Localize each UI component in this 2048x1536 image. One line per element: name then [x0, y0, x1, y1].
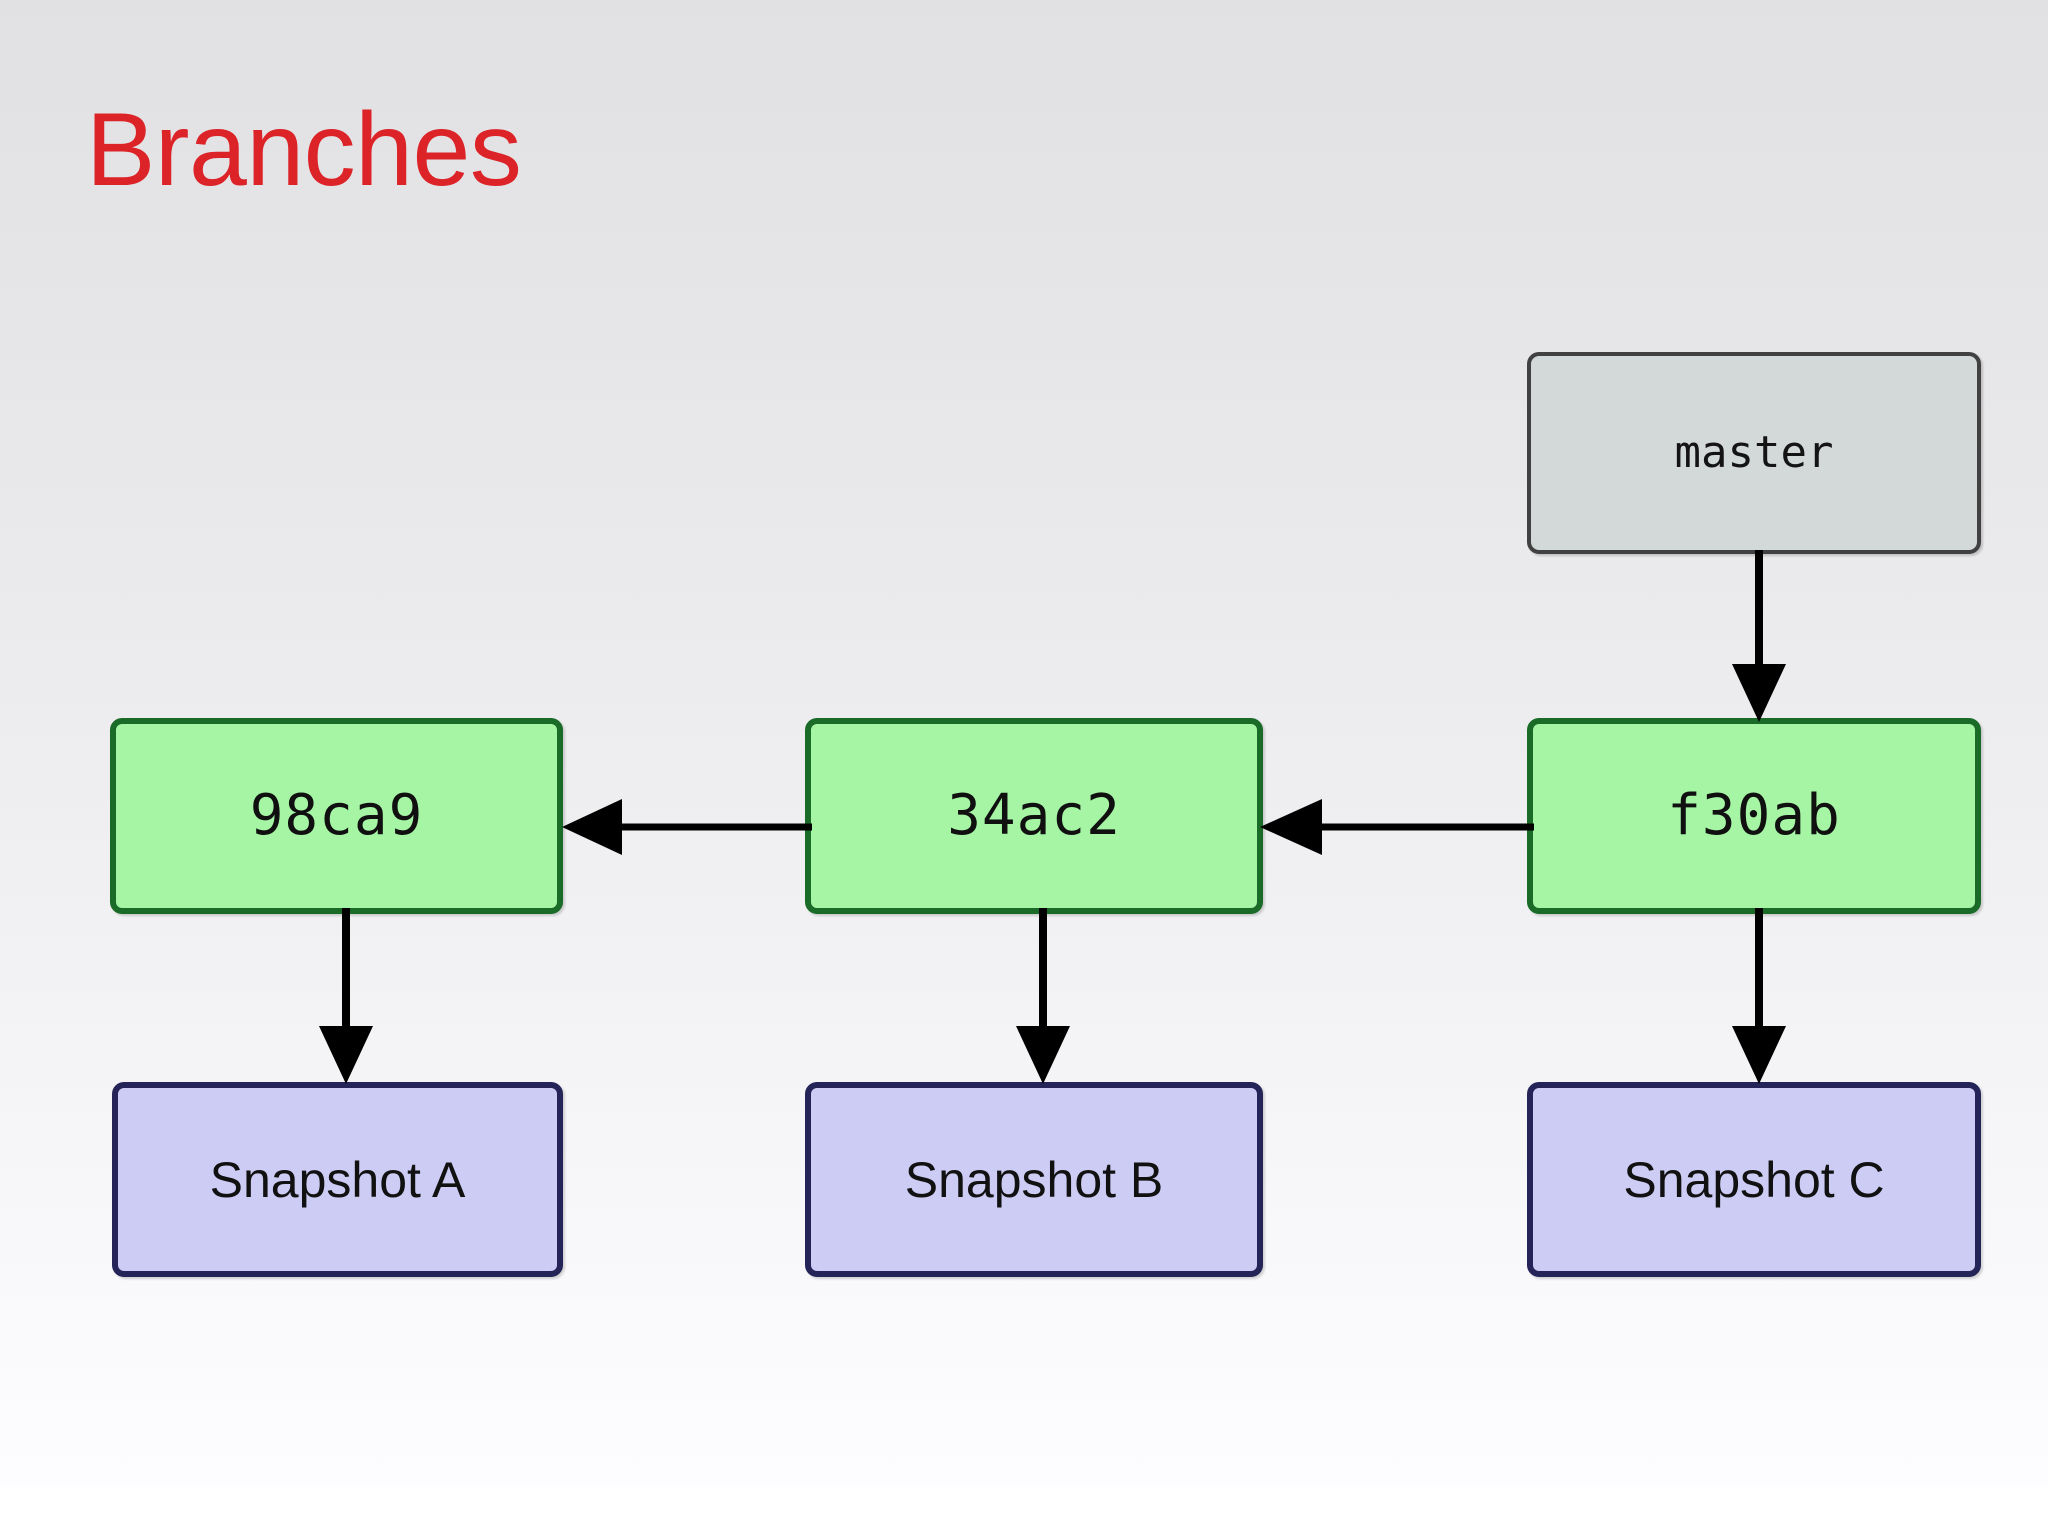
arrow-master-to-f30ab: [1724, 550, 1794, 724]
snapshot-label: Snapshot C: [1623, 1151, 1885, 1208]
branch-ref-label: master: [1674, 427, 1834, 478]
snapshot-node-b[interactable]: Snapshot B: [805, 1082, 1263, 1277]
commit-label: f30ab: [1667, 783, 1841, 848]
arrow-98ca9-to-snapshot-a: [311, 908, 381, 1086]
snapshot-label: Snapshot B: [904, 1151, 1164, 1208]
snapshot-node-a[interactable]: Snapshot A: [112, 1082, 563, 1277]
commit-label: 34ac2: [947, 783, 1121, 848]
arrow-34ac2-to-snapshot-b: [1008, 908, 1078, 1086]
snapshot-label: Snapshot A: [209, 1151, 466, 1208]
commit-label: 98ca9: [249, 783, 424, 848]
page-title: Branches: [86, 92, 522, 208]
commit-node-f30ab[interactable]: f30ab: [1527, 718, 1981, 914]
arrow-f30ab-to-snapshot-c: [1724, 908, 1794, 1086]
arrow-f30ab-to-34ac2: [1258, 792, 1534, 862]
snapshot-node-c[interactable]: Snapshot C: [1527, 1082, 1981, 1277]
arrow-34ac2-to-98ca9: [560, 792, 812, 862]
commit-node-34ac2[interactable]: 34ac2: [805, 718, 1263, 914]
branch-ref-master[interactable]: master: [1527, 352, 1981, 554]
commit-node-98ca9[interactable]: 98ca9: [110, 718, 563, 914]
